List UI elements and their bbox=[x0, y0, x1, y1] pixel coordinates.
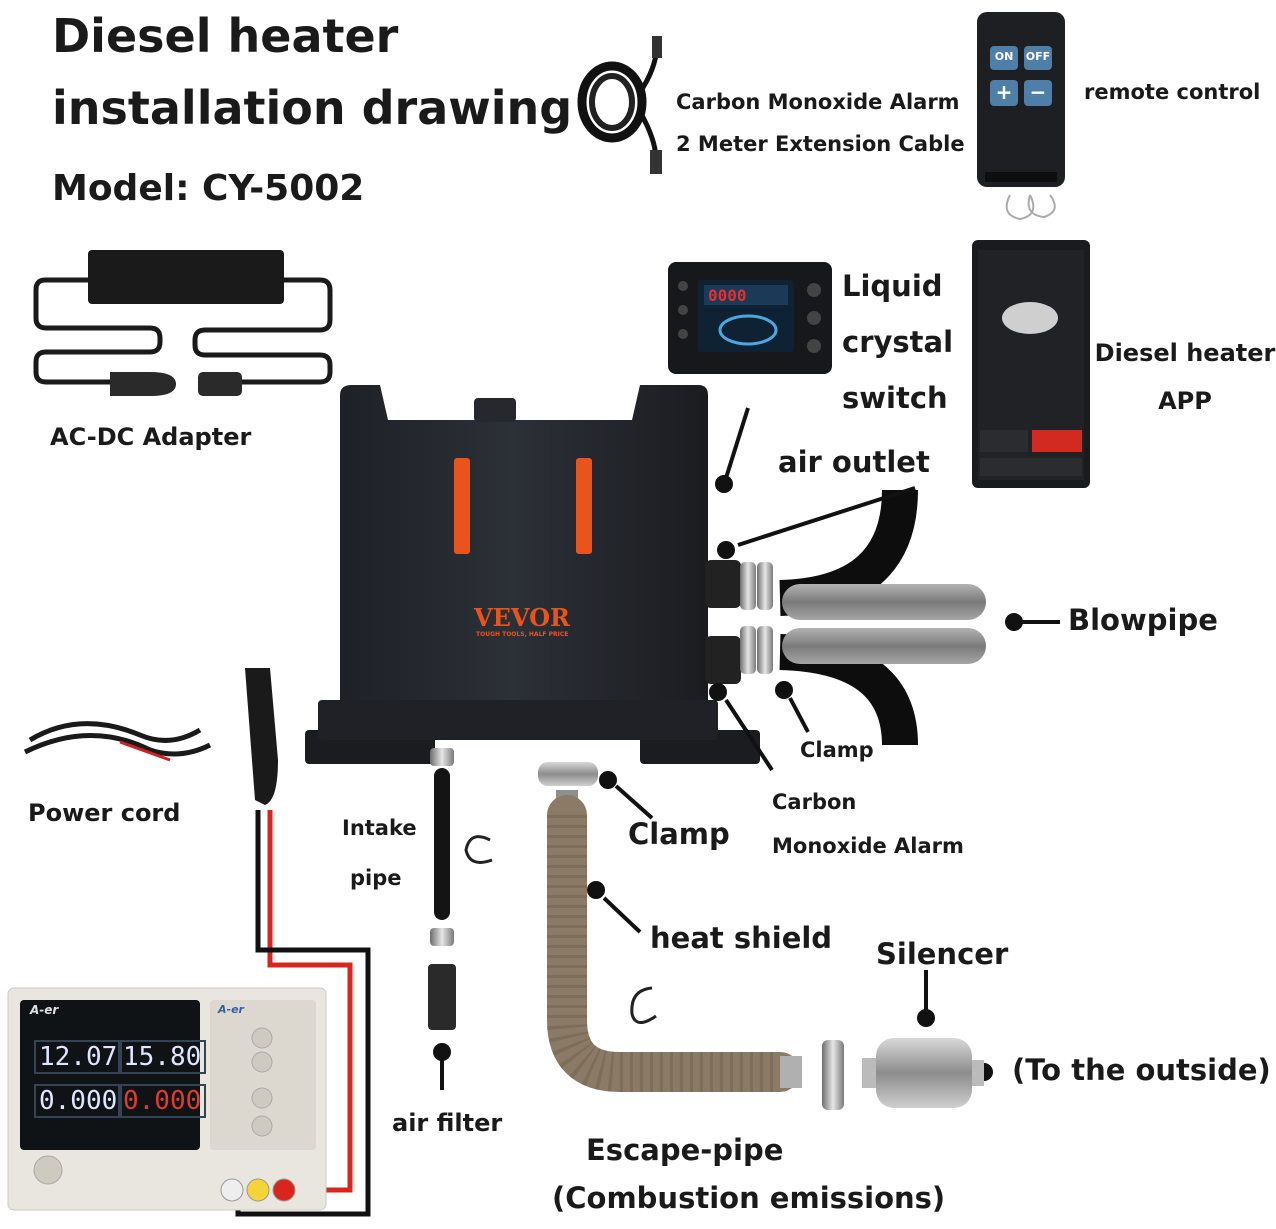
title-line-1: Diesel heater bbox=[52, 9, 399, 63]
current-set-readout: 15.80 bbox=[118, 1040, 207, 1074]
intake-pipe-label-2: pipe bbox=[350, 866, 402, 890]
leader-lines bbox=[433, 407, 1060, 1090]
co-cable-label-2: 2 Meter Extension Cable bbox=[676, 132, 965, 156]
remote-off-button: OFF bbox=[1025, 50, 1051, 63]
co-alarm-label-1: Carbon bbox=[772, 790, 857, 814]
co-alarm-label-2: Monoxide Alarm bbox=[772, 834, 964, 858]
app-label-2: APP bbox=[1158, 387, 1212, 415]
voltage-output-readout: 0.000 bbox=[34, 1084, 123, 1118]
voltage-set-readout: 12.07 bbox=[34, 1040, 123, 1074]
blowpipes bbox=[779, 489, 986, 746]
to-outside-label: (To the outside) bbox=[1012, 1053, 1271, 1087]
intake-pipe-assembly bbox=[428, 748, 493, 1030]
co-cable-label-1: Carbon Monoxide Alarm bbox=[676, 90, 960, 114]
remote-control-label: remote control bbox=[1084, 80, 1261, 104]
co-extension-cable bbox=[577, 36, 662, 174]
model-label: Model: CY-5002 bbox=[52, 168, 365, 209]
title-line-2: installation drawing bbox=[52, 81, 573, 135]
remote-control bbox=[977, 12, 1065, 221]
heater-brand: VEVOR bbox=[474, 603, 570, 632]
lcd-label-1: Liquid bbox=[842, 269, 943, 303]
clamp-right-label: Clamp bbox=[800, 738, 874, 762]
air-outlet-label: air outlet bbox=[778, 445, 930, 479]
power-supply-brand-panel: A-er bbox=[218, 1003, 244, 1016]
lcd-label-2: crystal bbox=[842, 325, 954, 359]
air-filter-label: air filter bbox=[392, 1109, 503, 1137]
ac-dc-adapter-label: AC-DC Adapter bbox=[50, 423, 252, 451]
lcd-switch-panel bbox=[668, 262, 832, 374]
remote-plus-button: + bbox=[995, 80, 1013, 104]
app-label-1: Diesel heater bbox=[1094, 339, 1276, 367]
ac-dc-adapter bbox=[33, 250, 333, 396]
remote-on-button: ON bbox=[994, 50, 1014, 63]
clamp-center-label: Clamp bbox=[628, 817, 730, 851]
power-cord-label: Power cord bbox=[28, 799, 181, 827]
current-output-readout: 0.000 bbox=[118, 1084, 207, 1118]
escape-pipe-label-2: (Combustion emissions) bbox=[552, 1181, 946, 1215]
lcd-label-3: switch bbox=[842, 381, 948, 415]
heater-unit bbox=[305, 385, 760, 764]
intake-pipe-label-1: Intake bbox=[342, 816, 417, 840]
silencer bbox=[862, 1038, 984, 1108]
phone-app bbox=[972, 240, 1090, 488]
heat-shield-label: heat shield bbox=[650, 921, 833, 955]
power-supply-brand: A-er bbox=[30, 1003, 59, 1017]
blowpipe-label: Blowpipe bbox=[1068, 603, 1218, 637]
escape-pipe-assembly bbox=[538, 762, 844, 1110]
remote-minus-button: − bbox=[1029, 80, 1047, 104]
lcd-display-value: 0000 bbox=[708, 286, 747, 305]
outlet-clamps bbox=[740, 562, 773, 674]
silencer-label: Silencer bbox=[876, 937, 1009, 971]
heater-brand-tagline: TOUGH TOOLS, HALF PRICE bbox=[476, 631, 569, 638]
escape-pipe-label-1: Escape-pipe bbox=[586, 1133, 784, 1167]
lab-power-supply bbox=[7, 987, 327, 1211]
